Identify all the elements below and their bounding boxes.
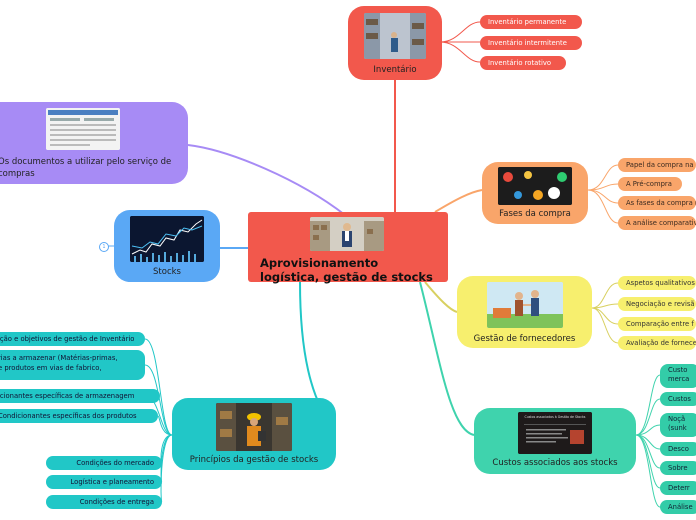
inventario-item[interactable]: Inventário rotativo: [480, 56, 566, 70]
supplier-handshake-image: [487, 282, 563, 328]
principios-item-line2: e produtos em vias de fabrico,: [0, 364, 102, 372]
fases-item[interactable]: As fases da compra p: [618, 196, 696, 210]
custos-item[interactable]: Sobre: [660, 461, 696, 475]
principios-item[interactable]: Condicionantes específicas dos produtos: [0, 409, 158, 423]
principios-item[interactable]: Condições de entrega: [46, 495, 162, 509]
inventario-title: Inventário: [373, 65, 417, 75]
warehouse-worker-image: [310, 217, 384, 251]
collapse-count: 1: [102, 244, 106, 250]
branch-fases-da-compra[interactable]: Fases da compra: [482, 162, 588, 224]
costs-slide-title: Custos associados à Gestão de Stocks: [524, 415, 586, 419]
purchase-phases-image: [498, 167, 572, 205]
principios-item[interactable]: Condições do mercado: [46, 456, 162, 470]
branch-stocks[interactable]: Stocks: [114, 210, 220, 282]
branch-inventario[interactable]: Inventário: [348, 6, 442, 80]
custos-item-line2: merca: [668, 375, 690, 383]
custos-item[interactable]: Deterr: [660, 481, 696, 495]
inventario-item[interactable]: Inventário intermitente: [480, 36, 582, 50]
custos-item[interactable]: Análise: [660, 500, 696, 514]
fases-item[interactable]: Papel da compra na e: [618, 158, 696, 172]
collapse-toggle[interactable]: 1: [99, 242, 109, 252]
custos-item[interactable]: Custos: [660, 392, 696, 406]
fornecedores-item[interactable]: Aspetos qualitativos: [618, 276, 696, 290]
principios-item-line1: rias a armazenar (Matérias-primas,: [0, 354, 118, 362]
central-title-line1: Aprovisionamento: [260, 256, 379, 270]
custos-title: Custos associados aos stocks: [492, 458, 618, 468]
principios-item[interactable]: Logística e planeamento: [46, 475, 162, 489]
custos-item[interactable]: Noçã (sunk: [660, 413, 696, 437]
fases-item[interactable]: A Pré-compra: [618, 177, 682, 191]
custos-item-line1: Noçã: [668, 415, 686, 423]
documentos-title: Os documentos a utilizar pelo serviço de…: [0, 156, 171, 180]
fornecedores-title: Gestão de fornecedores: [473, 334, 576, 344]
principios-item[interactable]: ição e objetivos de gestão de Inventário: [0, 332, 145, 346]
fornecedores-item[interactable]: Avaliação de fornece: [618, 336, 696, 350]
documentos-title-line2: compras: [0, 169, 35, 179]
inventario-item[interactable]: Inventário permanente: [480, 15, 582, 29]
inventory-warehouse-image: [364, 13, 426, 59]
branch-principios[interactable]: Princípios da gestão de stocks: [172, 398, 336, 470]
fases-item[interactable]: A análise comparativ: [618, 216, 696, 230]
fornecedores-item[interactable]: Comparação entre f: [618, 317, 696, 331]
costs-slide-image: Custos associados à Gestão de Stocks: [518, 412, 592, 454]
custos-item[interactable]: Custo merca: [660, 364, 696, 388]
document-form-image: [46, 108, 120, 150]
principios-item[interactable]: rias a armazenar (Matérias-primas, e pro…: [0, 350, 145, 380]
custos-item-line2: (sunk: [668, 424, 687, 432]
fases-title: Fases da compra: [499, 209, 571, 219]
stocks-title: Stocks: [153, 267, 181, 277]
branch-gestao-fornecedores[interactable]: Gestão de fornecedores: [457, 276, 592, 348]
fornecedores-item[interactable]: Negociação e revisã: [618, 297, 696, 311]
principios-title: Princípios da gestão de stocks: [189, 455, 319, 465]
branch-custos-stocks[interactable]: Custos associados à Gestão de Stocks Cus…: [474, 408, 636, 474]
custos-item[interactable]: Desco: [660, 442, 696, 456]
central-title-line2: logística, gestão de stocks: [260, 270, 433, 284]
stock-chart-image: [130, 216, 204, 262]
central-title: Aprovisionamento logística, gestão de st…: [260, 256, 433, 284]
central-topic[interactable]: Aprovisionamento logística, gestão de st…: [248, 212, 448, 284]
warehouse-worker-helmet-image: [216, 403, 292, 451]
branch-documentos[interactable]: Os documentos a utilizar pelo serviço de…: [0, 102, 188, 184]
principios-item[interactable]: icionantes específicas de armazenagem: [0, 389, 160, 403]
documentos-title-line1: Os documentos a utilizar pelo serviço de: [0, 157, 172, 167]
custos-item-line1: Custo: [668, 366, 688, 374]
